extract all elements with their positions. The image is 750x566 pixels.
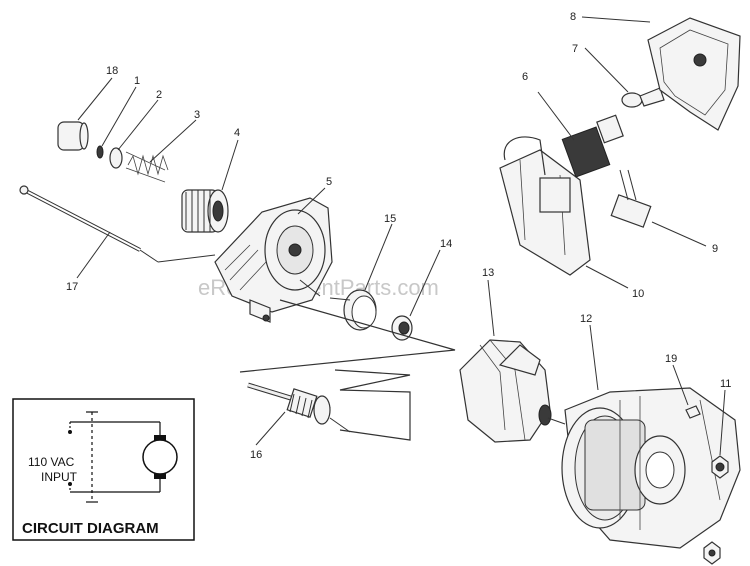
leader-lines xyxy=(76,16,726,456)
callout-1: 1 xyxy=(134,75,140,87)
callout-9: 9 xyxy=(712,243,718,255)
callout-11: 11 xyxy=(720,378,731,390)
callout-7: 7 xyxy=(572,43,578,55)
part-6-switch xyxy=(561,114,624,178)
part-10-switch-housing xyxy=(499,136,591,276)
callout-18: 18 xyxy=(106,65,118,77)
callout-19: 19 xyxy=(665,353,677,365)
input-terminal-bottom xyxy=(68,482,72,486)
circuit-diagram: 110 VAC INPUT CIRCUIT DIAGRAM xyxy=(12,398,195,541)
callout-16: 16 xyxy=(250,449,262,461)
circuit-input-label-line1: 110 VAC xyxy=(28,455,75,469)
part-1-clip xyxy=(96,145,104,159)
part-5-end-housing xyxy=(214,197,333,323)
callout-10: 10 xyxy=(632,288,644,300)
input-terminal-top xyxy=(68,430,72,434)
callout-14: 14 xyxy=(440,238,452,250)
callout-12: 12 xyxy=(580,313,592,325)
callout-2: 2 xyxy=(156,89,162,101)
part-19-clip xyxy=(685,405,701,419)
callout-5: 5 xyxy=(326,176,332,188)
part-4-fan xyxy=(181,189,229,233)
part-18-end-cap xyxy=(57,121,89,151)
callout-13: 13 xyxy=(482,267,494,279)
part-7-lamp xyxy=(621,87,665,108)
callout-8: 8 xyxy=(570,11,576,23)
part-8-cover-plate xyxy=(647,17,741,131)
callout-6: 6 xyxy=(522,71,528,83)
part-11-nut xyxy=(703,455,729,565)
wire-path xyxy=(239,299,456,441)
part-3-spring xyxy=(125,151,169,183)
part-13-gear-housing xyxy=(459,339,566,443)
callout-3: 3 xyxy=(194,109,200,121)
callout-labels: 18 1 2 3 4 5 17 15 14 13 16 12 19 11 6 7… xyxy=(66,11,731,461)
part-2-washer xyxy=(109,147,123,169)
part-16-shaft-gear xyxy=(247,382,351,433)
callout-4: 4 xyxy=(234,127,240,139)
circuit-diagram-title: CIRCUIT DIAGRAM xyxy=(22,520,159,537)
part-12-motor xyxy=(561,387,741,549)
callout-15: 15 xyxy=(384,213,396,225)
callout-17: 17 xyxy=(66,281,78,293)
circuit-input-label-line2: INPUT xyxy=(41,470,78,484)
part-17-through-bolt xyxy=(19,185,216,263)
part-9-terminal xyxy=(610,169,652,228)
